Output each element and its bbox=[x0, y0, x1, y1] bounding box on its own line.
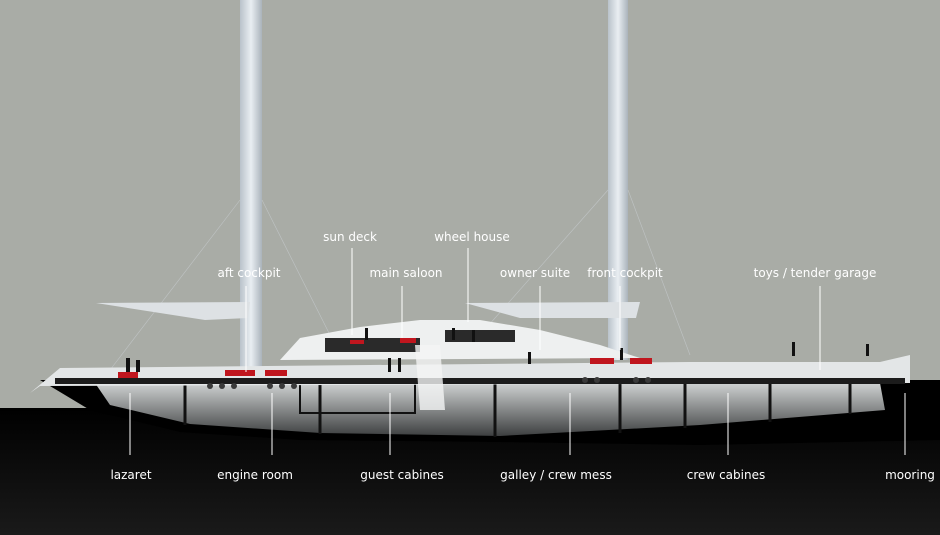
label-crew-cabines: crew cabines bbox=[686, 468, 766, 482]
label-front-cockpit: front cockpit bbox=[587, 266, 663, 280]
label-owner-suite: owner suite bbox=[499, 266, 571, 280]
aft-boom bbox=[96, 302, 250, 320]
deck-stripe bbox=[55, 378, 905, 384]
label-aft-cockpit: aft cockpit bbox=[217, 266, 281, 280]
fore-mast bbox=[608, 0, 628, 360]
wheelhouse-window bbox=[445, 330, 515, 342]
aft-mast bbox=[240, 0, 262, 372]
label-galley-crew-mess: galley / crew mess bbox=[500, 468, 612, 482]
furniture bbox=[118, 338, 652, 378]
label-main-saloon: main saloon bbox=[369, 266, 443, 280]
bulkheads bbox=[183, 383, 852, 437]
leader-lines bbox=[129, 248, 906, 455]
portholes bbox=[207, 377, 651, 389]
label-guest-cabines: guest cabines bbox=[360, 468, 444, 482]
label-sun-deck: sun deck bbox=[323, 230, 377, 244]
label-wheel-house: wheel house bbox=[434, 230, 510, 244]
label-toys-tender-garage: toys / tender garage bbox=[753, 266, 877, 280]
fore-boom bbox=[465, 302, 640, 318]
label-engine-room: engine room bbox=[217, 468, 293, 482]
label-mooring: mooring bbox=[885, 468, 935, 482]
lower-interior bbox=[95, 383, 885, 436]
central-stair bbox=[415, 345, 445, 410]
saloon-window bbox=[325, 338, 420, 352]
label-lazaret: lazaret bbox=[110, 468, 152, 482]
people bbox=[126, 328, 869, 372]
